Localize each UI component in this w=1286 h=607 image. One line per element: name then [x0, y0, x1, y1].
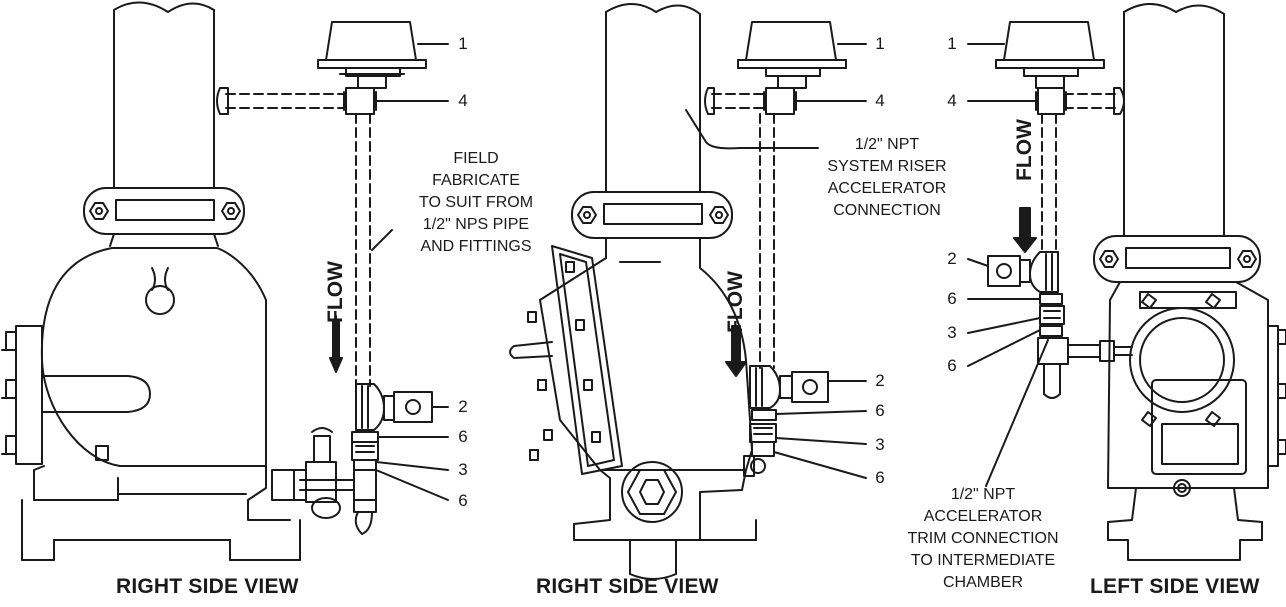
callout-2: 2 [458, 397, 468, 416]
callout-6: 6 [947, 356, 957, 375]
note-riser-connection: 1/2" NPT SYSTEM RISER ACCELERATOR CONNEC… [812, 134, 962, 222]
note-line: AND FITTINGS [420, 238, 532, 255]
note-field-fabricate: FIELD FABRICATE TO SUIT FROM 1/2" NPS PI… [396, 148, 556, 258]
callout-6: 6 [875, 401, 885, 420]
callout-2: 2 [947, 249, 957, 268]
note-line: 1/2" NPT [950, 486, 1016, 503]
flow-label-view3: FLOW [1013, 119, 1036, 181]
note-line: ACCELERATOR [827, 180, 947, 197]
view2-leaders [685, 43, 867, 479]
note-line: FABRICATE [432, 172, 520, 189]
note-line: 1/2" NPS PIPE [422, 216, 530, 233]
note-line: CONNECTION [833, 202, 941, 219]
view-title-right-side-1: RIGHT SIDE VIEW [116, 575, 299, 598]
view2-trim-piping [704, 21, 847, 457]
view1-valve-body [1, 1, 301, 561]
flow-label-view2: FLOW [724, 271, 747, 333]
view3-leaders [967, 43, 1049, 487]
note-line: TO SUIT FROM [418, 194, 534, 211]
view1-leaders [371, 43, 449, 501]
note-line: TO INTERMEDIATE [910, 552, 1056, 569]
note-line: CHAMBER [942, 574, 1023, 591]
callout-6: 6 [458, 427, 468, 446]
callout-4: 4 [875, 91, 885, 110]
note-trim-connection: 1/2" NPT ACCELERATOR TRIM CONNECTION TO … [893, 484, 1073, 594]
callout-6: 6 [947, 289, 957, 308]
view-title-left-side: LEFT SIDE VIEW [1090, 575, 1260, 598]
note-line: FIELD [453, 150, 499, 167]
note-line: TRIM CONNECTION [907, 530, 1059, 547]
callout-3: 3 [947, 323, 957, 342]
callout-1: 1 [947, 34, 957, 53]
note-line: SYSTEM RISER [827, 158, 947, 175]
callout-1: 1 [875, 34, 885, 53]
callout-3: 3 [458, 460, 468, 479]
view-title-right-side-2: RIGHT SIDE VIEW [536, 575, 719, 598]
flow-label-view1: FLOW [324, 261, 347, 323]
callout-4: 4 [947, 91, 957, 110]
view1-trim-piping [216, 21, 433, 535]
callout-4: 4 [458, 91, 468, 110]
callout-6: 6 [458, 491, 468, 510]
callout-2: 2 [875, 371, 885, 390]
view3-valve-body [1093, 3, 1286, 561]
note-line: 1/2" NPT [854, 136, 920, 153]
note-line: ACCELERATOR [923, 508, 1043, 525]
callout-6: 6 [875, 468, 885, 487]
callout-1: 1 [458, 34, 468, 53]
callout-3: 3 [875, 435, 885, 454]
